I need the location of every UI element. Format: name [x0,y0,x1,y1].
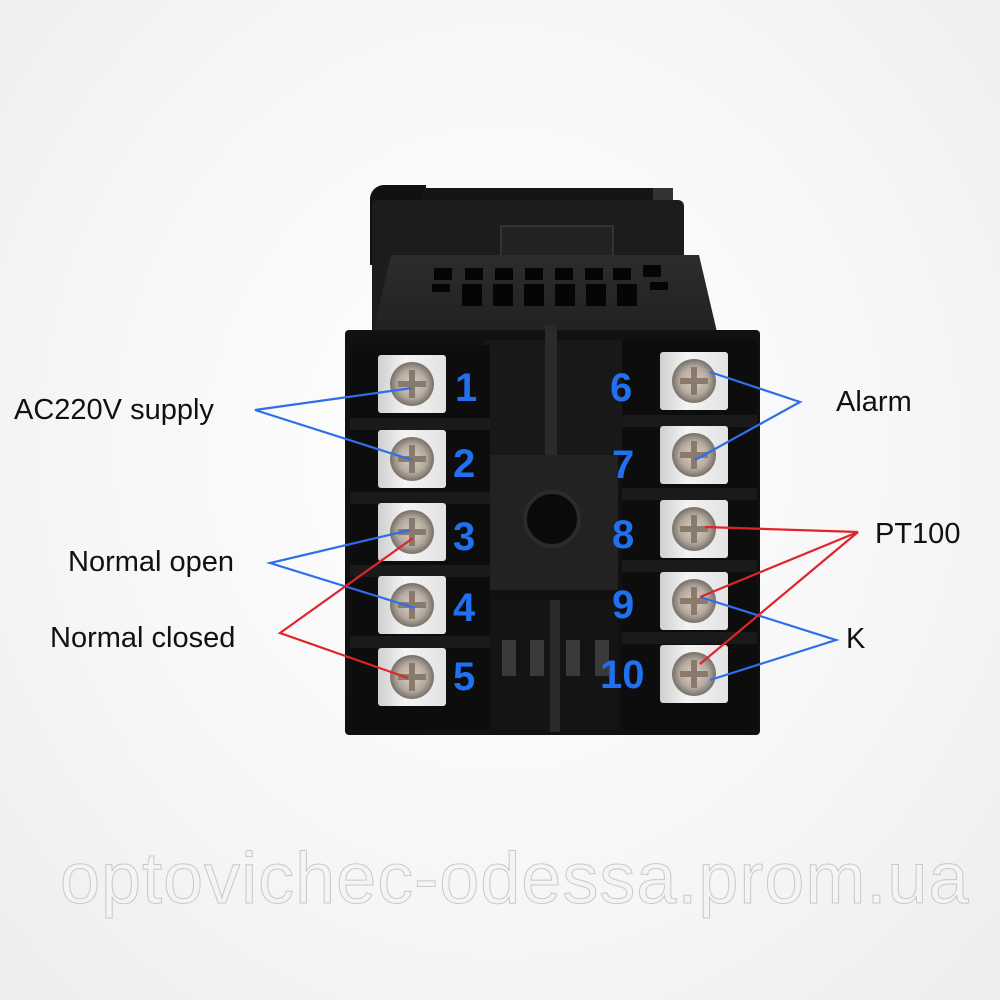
vent-slot [465,268,483,280]
terminal-separator [622,415,757,427]
screw-icon [390,655,434,699]
connector-pin [595,640,609,676]
terminal-separator [622,632,757,644]
terminal-number: 2 [453,442,476,486]
connector-pin [502,640,516,676]
pt100-line-a [699,525,859,599]
center-divider [545,325,557,455]
terminal-number: 6 [610,366,633,410]
vent-slot [493,284,513,306]
screw-icon [672,507,716,551]
terminal-number: 9 [612,583,635,627]
normal-closed-line [277,537,414,680]
adjustment-socket [523,490,581,548]
vent-slot [586,284,606,306]
label-alarm: Alarm [836,386,912,418]
terminal-number: 3 [453,515,476,559]
supply-line [254,386,413,462]
screw-icon [672,652,716,696]
screw-icon [672,433,716,477]
terminal-5 [378,648,446,706]
label-k: K [846,623,866,655]
terminal-separator [350,492,490,504]
connector-pin [566,640,580,676]
terminal-6 [660,352,728,410]
terminal-number: 7 [612,443,635,487]
vent-slot [432,284,450,292]
terminal-separator [350,636,490,648]
terminal-9 [660,572,728,630]
label-normal-open: Normal open [68,546,235,578]
vent-slot [585,268,603,280]
screw-icon [672,579,716,623]
screw-icon [390,510,434,554]
terminal-number: 8 [612,513,635,557]
label-ac220v-supply: AC220V supply [14,394,214,426]
alarm-line [694,370,803,461]
terminal-number: 4 [453,586,476,630]
vent-slot [555,284,575,306]
vent-slot [555,268,573,280]
terminal-1 [378,355,446,413]
terminal-number: 1 [455,366,478,410]
pt100-line-b [699,531,859,665]
vent-slot [650,282,668,290]
vent-slot [462,284,482,306]
terminal-separator [622,488,757,500]
label-pt100: PT100 [875,518,961,550]
vent-slot [434,268,452,280]
vent-slot [495,268,513,280]
label-normal-closed: Normal closed [50,622,236,654]
terminal-number: 5 [453,655,476,699]
terminal-10 [660,645,728,703]
normal-open-line [265,528,416,610]
vent-slot [643,265,661,277]
screw-icon [672,359,716,403]
terminal-8 [660,500,728,558]
screw-icon [390,583,434,627]
vent-slot [613,268,631,280]
terminal-4 [378,576,446,634]
terminal-number: 10 [600,653,645,697]
k-line [699,595,840,682]
terminal-separator [350,565,490,577]
terminal-7 [660,426,728,484]
vent-slot [617,284,637,306]
lower-divider [550,600,560,732]
watermark: optovichec-odessa.prom.ua [60,839,970,920]
terminal-separator [350,418,490,430]
vent-slot [524,284,544,306]
vent-slot [525,268,543,280]
terminal-separator [622,560,757,572]
connector-pin [530,640,544,676]
screw-icon [390,362,434,406]
terminal-3 [378,503,446,561]
